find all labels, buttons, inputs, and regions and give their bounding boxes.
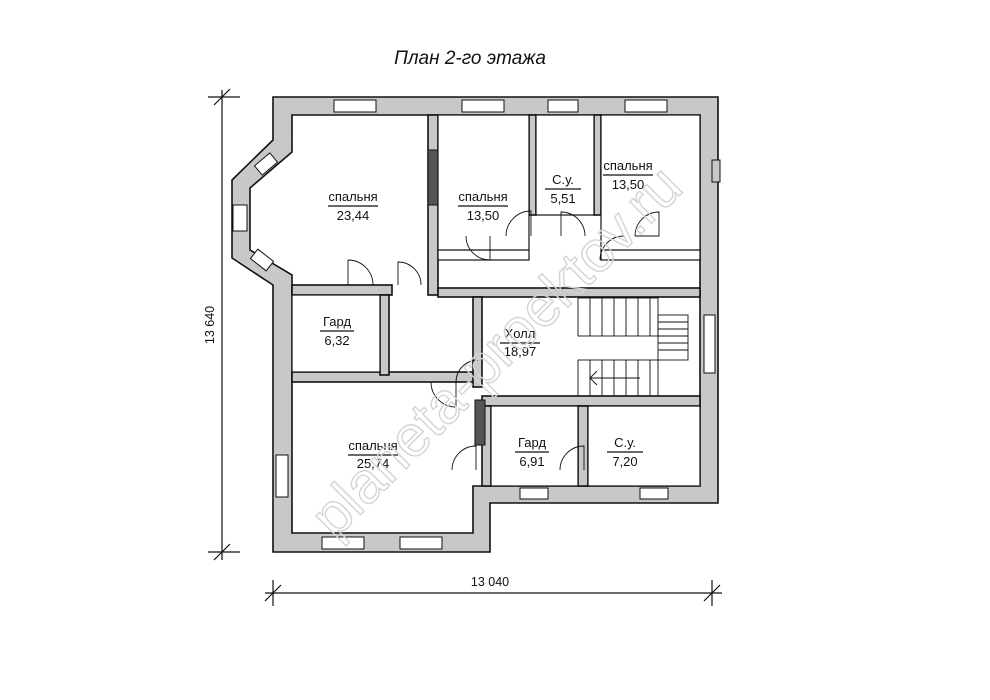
room-area: 13,50: [612, 177, 645, 192]
exterior-wall: [231, 96, 719, 553]
height-label: 13 640: [203, 306, 217, 344]
chimney: [711, 159, 721, 183]
room-name: Гард: [518, 435, 546, 450]
plan-title: План 2-го этажа: [394, 48, 546, 69]
room-area: 5,51: [550, 191, 575, 206]
room-name: спальня: [603, 158, 652, 173]
doors: [347, 210, 660, 471]
room-area: 7,20: [612, 454, 637, 469]
room-name: Холл: [505, 326, 536, 341]
room-name: С.у.: [614, 435, 636, 450]
room-name: спальня: [348, 438, 397, 453]
windows: [232, 99, 716, 550]
room-area: 6,32: [324, 333, 349, 348]
width-label: 13 040: [471, 575, 509, 589]
room-name: спальня: [328, 189, 377, 204]
room-area: 6,91: [519, 454, 544, 469]
staircase: [577, 297, 689, 397]
height-dimension: 13 640: [203, 88, 240, 561]
room-name: спальня: [458, 189, 507, 204]
room-name: С.у.: [552, 172, 574, 187]
room-area: 18,97: [504, 344, 537, 359]
width-dimension: 13 040: [264, 575, 722, 606]
room-area: 13,50: [467, 208, 500, 223]
room-area: 25,74: [357, 456, 390, 471]
room-area: 23,44: [337, 208, 370, 223]
room-name: Гард: [323, 314, 351, 329]
room-labels: спальня 23,44 спальня 13,50 С.у. 5,51 сп…: [320, 158, 653, 471]
room-outlines: [291, 114, 701, 487]
